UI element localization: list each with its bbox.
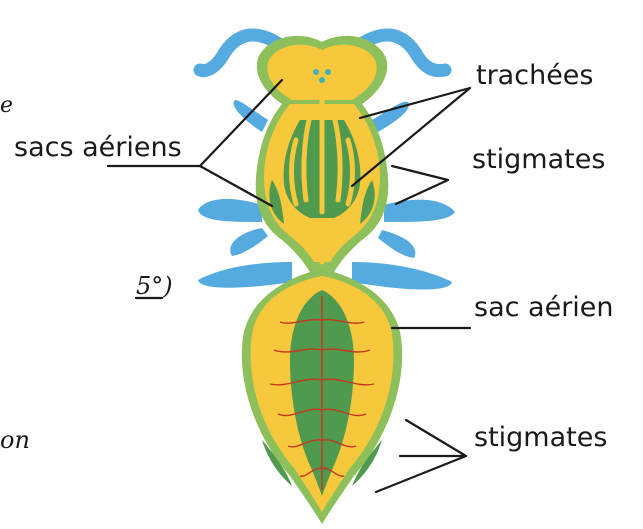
fragment-mid: 5°) <box>136 272 173 300</box>
left-mid-leg <box>198 199 262 222</box>
fragment-top-left: e <box>0 93 13 118</box>
label-stigmates-bottom: stigmates <box>474 422 607 453</box>
stigmates-top-leader <box>392 166 448 204</box>
right-hind-leg <box>352 262 452 290</box>
head <box>267 45 376 100</box>
right-mid-leg-2 <box>378 230 415 258</box>
label-stigmates-top: stigmates <box>472 144 605 175</box>
label-trachees: trachées <box>476 60 593 91</box>
right-mid-leg <box>384 200 455 222</box>
fragment-bottom-left: on <box>0 426 30 454</box>
left-front-leg <box>234 100 268 132</box>
label-sacs-aeriens: sacs aériens <box>14 132 182 163</box>
stigmates-bottom-leader <box>376 420 466 492</box>
label-sac-aerien: sac aérien <box>474 292 614 323</box>
left-hind-leg <box>198 262 292 288</box>
left-mid-leg-2 <box>230 228 268 256</box>
